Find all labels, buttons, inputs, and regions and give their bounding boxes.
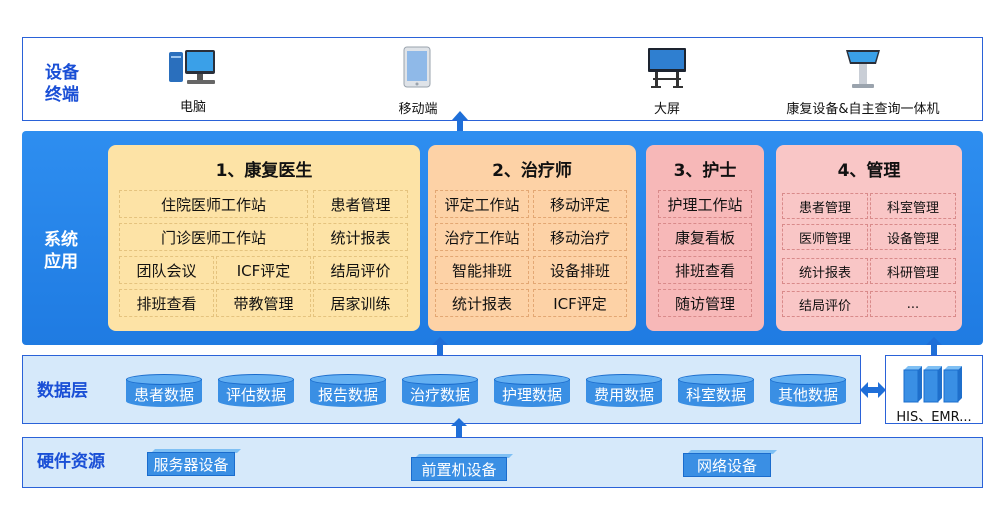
module-outpatient-workstation[interactable]: 门诊医师工作站 bbox=[119, 223, 308, 251]
db-label: 治疗数据 bbox=[409, 386, 470, 404]
module-mobile-treatment[interactable]: 移动治疗 bbox=[533, 223, 627, 251]
hw-label: 前置机设备 bbox=[411, 457, 507, 481]
panel-title-doctor: 1、康复医生 bbox=[215, 161, 313, 181]
module-therapist-statistics[interactable]: 统计报表 bbox=[435, 289, 529, 317]
module-patient-management[interactable]: 患者管理 bbox=[313, 190, 408, 218]
hw-network-equipment[interactable]: 网络设备 bbox=[683, 450, 777, 477]
db-label: 护理数据 bbox=[501, 386, 562, 404]
module-smart-scheduling[interactable]: 智能排班 bbox=[435, 256, 529, 284]
module-rehab-dashboard[interactable]: 康复看板 bbox=[658, 223, 752, 251]
module-treatment-workstation[interactable]: 治疗工作站 bbox=[435, 223, 529, 251]
hardware-resource-layer: 硬件资源 服务器设备 前置机设备 网络设备 bbox=[22, 437, 983, 488]
module-home-training[interactable]: 居家训练 bbox=[313, 289, 408, 317]
hw-label: 网络设备 bbox=[683, 453, 771, 477]
panel-therapist: 2、治疗师 评定工作站 移动评定 治疗工作站 移动治疗 智能排班 设备排班 统计… bbox=[428, 145, 636, 331]
module-assessment-workstation[interactable]: 评定工作站 bbox=[435, 190, 529, 218]
external-systems-box: HIS、EMR... bbox=[885, 355, 983, 425]
panel-rehab-doctor: 1、康复医生 住院医师工作站 患者管理 门诊医师工作站 统计报表 团队会议 IC… bbox=[108, 145, 420, 331]
module-inpatient-workstation[interactable]: 住院医师工作站 bbox=[119, 190, 308, 218]
db-label: 评估数据 bbox=[225, 386, 286, 404]
device-layer-label: 设备 终端 bbox=[45, 63, 79, 105]
module-nursing-workstation[interactable]: 护理工作站 bbox=[658, 190, 752, 218]
device-label-mobile: 移动端 bbox=[398, 102, 438, 117]
db-assessment-data[interactable]: 评估数据 bbox=[218, 374, 294, 408]
desktop-computer-icon bbox=[169, 50, 215, 84]
module-more[interactable]: ... bbox=[870, 291, 956, 317]
device-label-kiosk: 康复设备&自主查询一体机 bbox=[786, 102, 940, 117]
hw-frontend-equipment[interactable]: 前置机设备 bbox=[411, 454, 513, 481]
module-nurse-schedule[interactable]: 排班查看 bbox=[658, 256, 752, 284]
panel-title-management: 4、管理 bbox=[837, 161, 901, 181]
device-terminal-layer: 设备 终端 电脑 移动端 大屏 bbox=[22, 37, 983, 121]
system-layer-label: 系统 应用 bbox=[44, 230, 78, 272]
module-icf-assessment[interactable]: ICF评定 bbox=[216, 256, 311, 284]
module-physician-management[interactable]: 医师管理 bbox=[782, 224, 868, 250]
module-equipment-scheduling[interactable]: 设备排班 bbox=[533, 256, 627, 284]
device-mobile: 移动端 bbox=[378, 46, 458, 117]
device-desktop: 电脑 bbox=[163, 46, 223, 115]
module-department-management[interactable]: 科室管理 bbox=[870, 193, 956, 219]
db-label: 费用数据 bbox=[593, 386, 654, 404]
module-outcome-evaluation[interactable]: 结局评价 bbox=[313, 256, 408, 284]
db-cost-data[interactable]: 费用数据 bbox=[586, 374, 662, 408]
db-label: 其他数据 bbox=[777, 386, 838, 404]
device-label-desktop: 电脑 bbox=[179, 100, 206, 115]
tablet-icon bbox=[403, 46, 431, 88]
kiosk-icon bbox=[846, 50, 880, 88]
module-research-management[interactable]: 科研管理 bbox=[870, 258, 956, 284]
module-team-meeting[interactable]: 团队会议 bbox=[119, 256, 214, 284]
module-therapist-icf[interactable]: ICF评定 bbox=[533, 289, 627, 317]
panel-title-nurse: 3、护士 bbox=[673, 161, 737, 181]
hw-label: 服务器设备 bbox=[147, 452, 235, 476]
db-other-data[interactable]: 其他数据 bbox=[770, 374, 846, 408]
external-systems-label: HIS、EMR... bbox=[896, 410, 972, 425]
device-label-large-screen: 大屏 bbox=[653, 102, 680, 117]
module-schedule-view[interactable]: 排班查看 bbox=[119, 289, 214, 317]
db-report-data[interactable]: 报告数据 bbox=[310, 374, 386, 408]
db-treatment-data[interactable]: 治疗数据 bbox=[402, 374, 478, 408]
module-teaching-management[interactable]: 带教管理 bbox=[216, 289, 311, 317]
module-admin-patient[interactable]: 患者管理 bbox=[782, 193, 868, 219]
data-layer: 数据层 患者数据 评估数据 报告数据 治疗数据 护理数据 费用数据 科室数据 其… bbox=[22, 355, 861, 424]
module-admin-outcome[interactable]: 结局评价 bbox=[782, 291, 868, 317]
db-label: 患者数据 bbox=[133, 386, 194, 404]
panel-title-therapist: 2、治疗师 bbox=[492, 161, 572, 181]
module-equipment-management[interactable]: 设备管理 bbox=[870, 224, 956, 250]
db-patient-data[interactable]: 患者数据 bbox=[126, 374, 202, 408]
module-statistics-report[interactable]: 统计报表 bbox=[313, 223, 408, 251]
data-layer-label: 数据层 bbox=[37, 381, 88, 401]
hw-server-equipment[interactable]: 服务器设备 bbox=[147, 449, 241, 476]
device-large-screen: 大屏 bbox=[637, 46, 697, 117]
module-mobile-assessment[interactable]: 移动评定 bbox=[533, 190, 627, 218]
hardware-layer-label: 硬件资源 bbox=[37, 452, 105, 472]
db-label: 科室数据 bbox=[685, 386, 746, 404]
device-kiosk: 康复设备&自主查询一体机 bbox=[783, 46, 943, 117]
module-follow-up[interactable]: 随访管理 bbox=[658, 289, 752, 317]
panel-nurse: 3、护士 护理工作站 康复看板 排班查看 随访管理 bbox=[646, 145, 764, 331]
system-application-layer: 系统 应用 1、康复医生 住院医师工作站 患者管理 门诊医师工作站 统计报表 团… bbox=[22, 131, 983, 345]
module-admin-statistics[interactable]: 统计报表 bbox=[782, 258, 868, 284]
server-rack-icon bbox=[903, 366, 962, 403]
large-screen-icon bbox=[648, 48, 686, 88]
db-department-data[interactable]: 科室数据 bbox=[678, 374, 754, 408]
panel-management: 4、管理 患者管理 科室管理 医师管理 设备管理 统计报表 科研管理 结局评价 … bbox=[776, 145, 962, 331]
db-label: 报告数据 bbox=[317, 386, 378, 404]
horizontal-double-arrow-icon bbox=[860, 382, 886, 398]
db-nursing-data[interactable]: 护理数据 bbox=[494, 374, 570, 408]
